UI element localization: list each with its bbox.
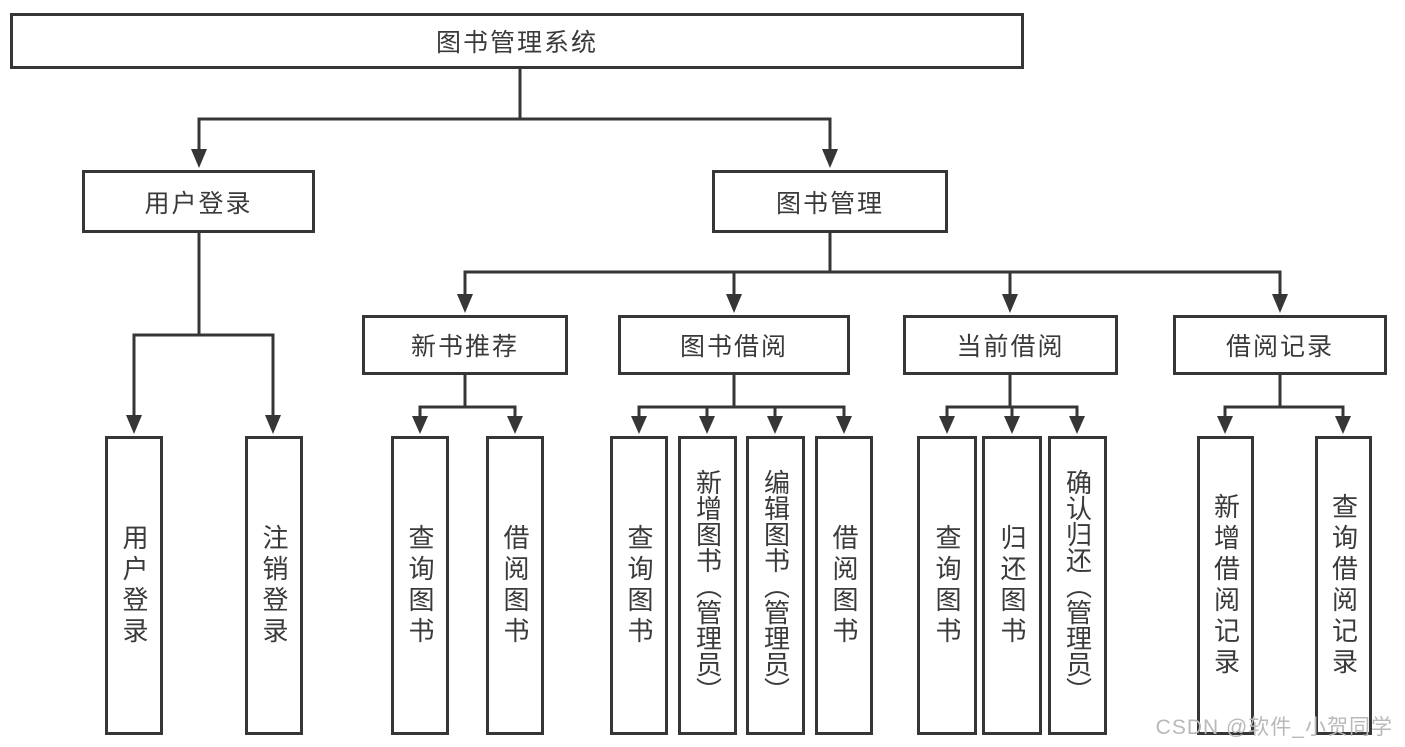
node-label: 图书管理系统 [435, 29, 598, 57]
node-label: 借阅记录 [1225, 333, 1334, 361]
node-label: 借阅图书 [500, 523, 530, 648]
node-label: 借阅图书 [829, 523, 859, 648]
node-label: 查询图书 [405, 523, 435, 648]
node-label: 图书借阅 [679, 333, 788, 361]
node-book-borrow: 图书借阅 [618, 315, 850, 375]
node-user-login: 用户登录 [82, 170, 315, 233]
node-new-book-recommend: 新书推荐 [362, 315, 568, 375]
node-borrow-records: 借阅记录 [1173, 315, 1387, 375]
node-label: 注销登录 [259, 523, 289, 648]
node-label: 用户登录 [119, 523, 149, 648]
node-label: 当前借阅 [956, 333, 1065, 361]
leaf-user-login: 用户登录 [105, 436, 163, 735]
leaf-borrow-books-2: 借阅图书 [815, 436, 873, 735]
arrowheads [126, 149, 1351, 434]
node-root: 图书管理系统 [10, 13, 1024, 69]
csdn-watermark: CSDN @软件_小贺同学 [1155, 716, 1393, 739]
leaf-logout: 注销登录 [245, 436, 303, 735]
leaf-query-books: 查询图书 [391, 436, 449, 735]
node-label: 用户登录 [144, 189, 253, 218]
leaf-borrow-books: 借阅图书 [486, 436, 544, 735]
node-label: 新增借阅记录 [1210, 492, 1241, 679]
leaf-query-books-2: 查询图书 [610, 436, 668, 735]
leaf-return-books: 归还图书 [982, 436, 1042, 735]
leaf-add-book-admin: 新增图书（管理员） [678, 436, 737, 735]
node-label: 新书推荐 [410, 333, 519, 361]
leaf-query-borrow-record: 查询借阅记录 [1315, 436, 1372, 735]
leaf-confirm-return-admin: 确认归还（管理员） [1048, 436, 1107, 735]
node-current-borrow: 当前借阅 [903, 315, 1118, 375]
node-label: 查询图书 [932, 523, 962, 648]
leaf-query-books-3: 查询图书 [917, 436, 977, 735]
node-label: 编辑图书（管理员） [760, 468, 791, 703]
node-label: 新增图书（管理员） [692, 468, 723, 703]
node-label: 查询图书 [624, 523, 654, 648]
node-label: 归还图书 [997, 523, 1027, 648]
leaf-edit-book-admin: 编辑图书（管理员） [746, 436, 805, 735]
node-book-management: 图书管理 [712, 170, 948, 233]
node-label: 图书管理 [775, 189, 884, 218]
node-label: 查询借阅记录 [1328, 492, 1359, 679]
node-label: 确认归还（管理员） [1062, 468, 1093, 703]
leaf-add-borrow-record: 新增借阅记录 [1197, 436, 1254, 735]
